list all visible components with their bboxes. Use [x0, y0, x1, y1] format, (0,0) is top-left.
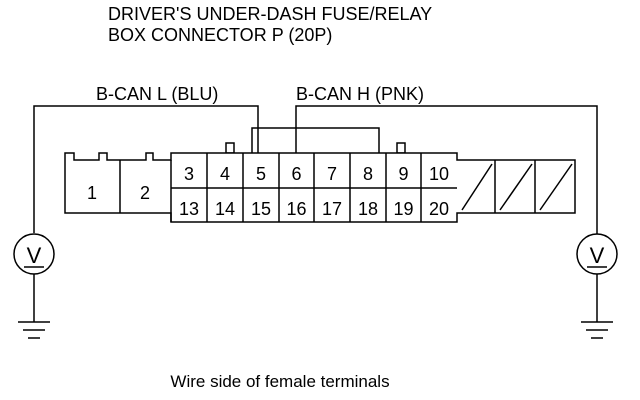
- terminal-19: 19: [393, 199, 413, 219]
- wire-label-can-l: B-CAN L (BLU): [96, 84, 218, 104]
- locking-tab-left: [225, 142, 235, 154]
- wire-label-can-h: B-CAN H (PNK): [296, 84, 424, 104]
- terminal-7: 7: [327, 164, 337, 184]
- wire-can-l: [33, 105, 259, 233]
- terminal-17: 17: [322, 199, 342, 219]
- voltmeter-left: V: [13, 233, 55, 322]
- diagram-title: DRIVER'S UNDER-DASH FUSE/RELAY BOX CONNE…: [108, 4, 432, 46]
- terminal-8: 8: [363, 164, 373, 184]
- ground-icon-right: [581, 321, 613, 339]
- locking-tab-right: [396, 142, 406, 154]
- terminal-5: 5: [256, 164, 266, 184]
- voltmeter-right-symbol: V: [590, 243, 605, 268]
- connector-latch: [251, 127, 380, 153]
- terminal-10: 10: [429, 164, 449, 184]
- terminal-6: 6: [291, 164, 301, 184]
- voltmeter-right: V: [576, 233, 618, 322]
- terminal-13: 13: [179, 199, 199, 219]
- terminal-15: 15: [251, 199, 271, 219]
- wire-can-h: [295, 105, 598, 234]
- terminal-1: 1: [87, 183, 97, 203]
- blank-cavities: [461, 160, 573, 213]
- terminal-3: 3: [184, 164, 194, 184]
- terminal-9: 9: [398, 164, 408, 184]
- title-line-2: BOX CONNECTOR P (20P): [108, 25, 333, 45]
- terminal-grid: [170, 153, 457, 222]
- terminal-2: 2: [140, 183, 150, 203]
- voltmeter-left-symbol: V: [27, 243, 42, 268]
- caption: Wire side of female terminals: [170, 372, 390, 391]
- ground-icon-left: [18, 321, 50, 339]
- terminal-16: 16: [286, 199, 306, 219]
- terminal-4: 4: [220, 164, 230, 184]
- title-line-1: DRIVER'S UNDER-DASH FUSE/RELAY: [108, 4, 433, 24]
- terminal-14: 14: [215, 199, 235, 219]
- terminal-18: 18: [358, 199, 378, 219]
- terminal-20: 20: [429, 199, 449, 219]
